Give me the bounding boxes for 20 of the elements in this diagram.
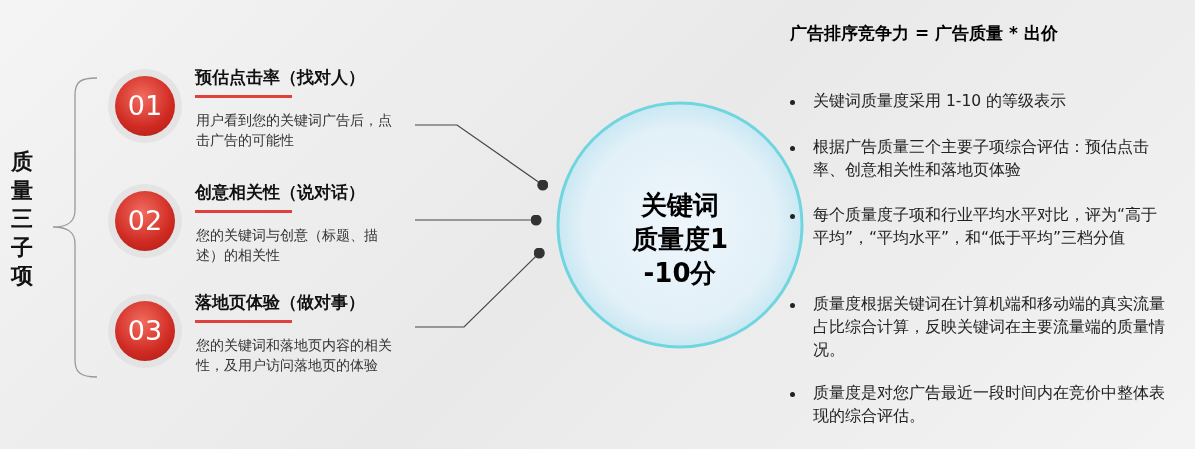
number-circle: 01 [115, 76, 175, 136]
bullet-text: 关键词质量度采用 1-10 的等级表示 [813, 91, 1068, 112]
vertical-label: 质量三子项 [11, 148, 33, 291]
item-description: 您的关键词和落地页内容的相关性，及用户访问落地页的体验 [196, 336, 393, 375]
item-heading: 预估点击率（找对人） [195, 66, 365, 89]
bullet-text: 根据广告质量三个主要子项综合评估：预估点击率、创意相关性和落地页体验 [813, 137, 1150, 181]
item-description: 您的关键词与创意（标题、描述）的相关性 [196, 226, 379, 265]
connector-line [414, 247, 545, 328]
heading: 广告排序竞争力 = 广告质量 * 出价 [790, 22, 1058, 45]
center-label: 关键词质量度1-10分 [630, 189, 730, 290]
item-heading: 创意相关性（说对话） [195, 181, 365, 204]
bullet-text: 每个质量度子项和行业平均水平对比，评为“高于平均”，“平均水平”，和“低于平均”三档分值 [813, 205, 1159, 249]
number-circle: 03 [115, 301, 175, 361]
connector-line [414, 124, 549, 191]
item-heading: 落地页体验（做对事） [195, 291, 365, 314]
connector-line [414, 214, 542, 226]
item-description: 用户看到您的关键词广告后，点击广告的可能性 [196, 111, 393, 150]
number-circle: 02 [115, 191, 175, 251]
bullet-text: 质量度是对您广告最近一段时间内在竞价中整体表现的综合评估。 [813, 383, 1166, 427]
bullet-text: 质量度根据关键词在计算机端和移动端的真实流量占比综合计算，反映关键词在主要流量端的质量情况。 [813, 294, 1166, 361]
